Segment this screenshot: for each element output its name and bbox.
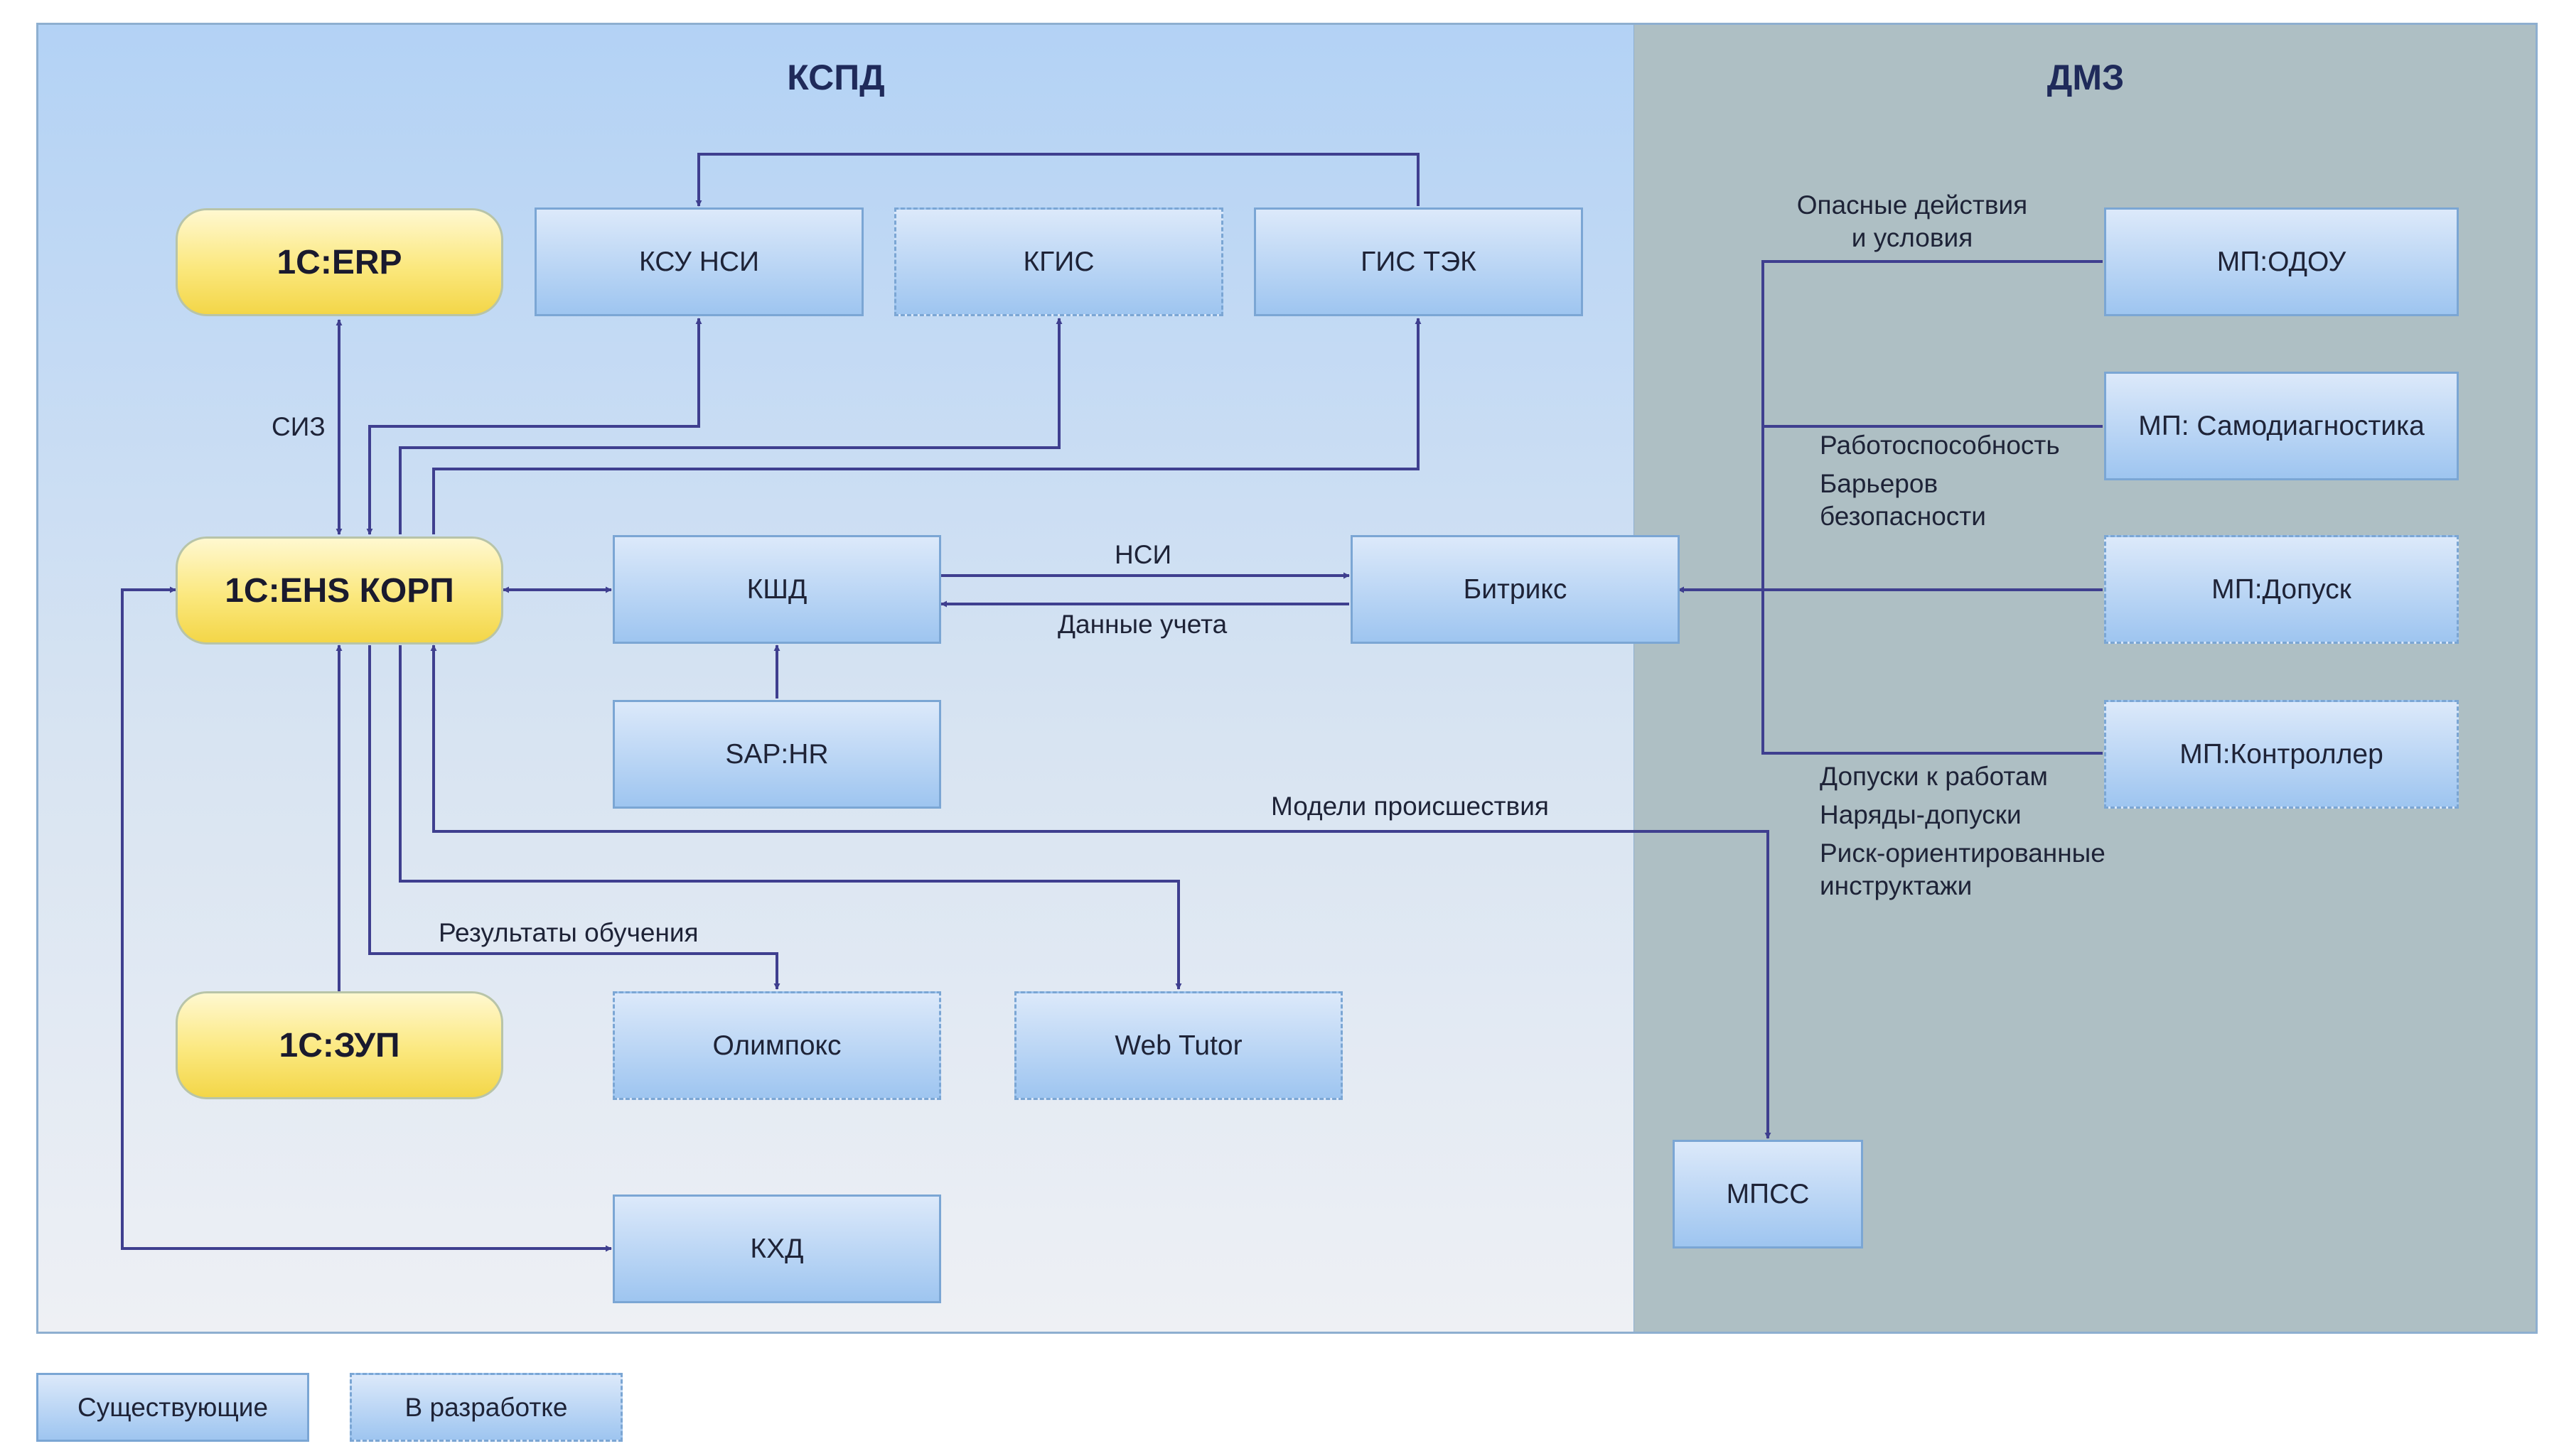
khd-system: КХД (613, 1195, 941, 1303)
flow-label-opasnye-1: Опасные действия (1796, 190, 2028, 220)
legend-existing: Существующие (36, 1373, 309, 1442)
sap-hr-system: SAP:HR (613, 700, 941, 809)
kgis-system: КГИС (894, 207, 1223, 316)
ksu-nsi-system: КСУ НСИ (535, 207, 864, 316)
bitrix-system: Битрикс (1351, 535, 1680, 644)
flow-label-rabotosposobnost-2: Барьеров (1820, 469, 1938, 498)
legend-in-development: В разработке (350, 1373, 623, 1442)
flow-label-dopuski-3: Риск-ориентированные (1820, 838, 2105, 868)
mp-dopusk-app: МП:Допуск (2104, 535, 2459, 644)
flow-label-siz: СИЗ (272, 412, 326, 441)
zup-system: 1С:ЗУП (176, 991, 503, 1099)
web-tutor-system: Web Tutor (1014, 991, 1343, 1100)
flow-label-nsi: НСИ (1115, 540, 1172, 569)
mp-samodiagnostika-app: МП: Самодиагностика (2104, 372, 2459, 480)
kshd-system: КШД (613, 535, 941, 644)
mp-controller-app: МП:Контроллер (2104, 700, 2459, 809)
flow-label-dopuski-2: Наряды-допуски (1820, 800, 2022, 829)
flow-label-rabotosposobnost-1: Работоспособность (1820, 431, 2060, 460)
flow-label-rezultaty-obucheniya: Результаты обучения (439, 918, 699, 947)
flow-label-opasnye-2: и условия (1851, 223, 1973, 252)
flow-label-modeli-proisshestviya: Модели происшествия (1271, 792, 1549, 821)
flow-label-data-ucheta: Данные учета (1058, 610, 1228, 639)
flow-label-dopuski-1: Допуски к работам (1820, 762, 2048, 791)
erp-system: 1С:ERP (176, 208, 503, 316)
kspd-zone-title: КСПД (787, 58, 885, 97)
flow-label-rabotosposobnost-3: безопасности (1820, 502, 1986, 531)
flow-label-dopuski-4: инструктажи (1820, 871, 1973, 900)
ehs-korp-system: 1С:EHS КОРП (176, 536, 503, 645)
olimpoks-system: Олимпокс (613, 991, 941, 1100)
dmz-zone-title: ДМЗ (2046, 58, 2125, 97)
mp-odou-app: МП:ОДОУ (2104, 207, 2459, 316)
gis-tek-system: ГИС ТЭК (1254, 207, 1583, 316)
mpss-system: МПСС (1673, 1140, 1863, 1249)
